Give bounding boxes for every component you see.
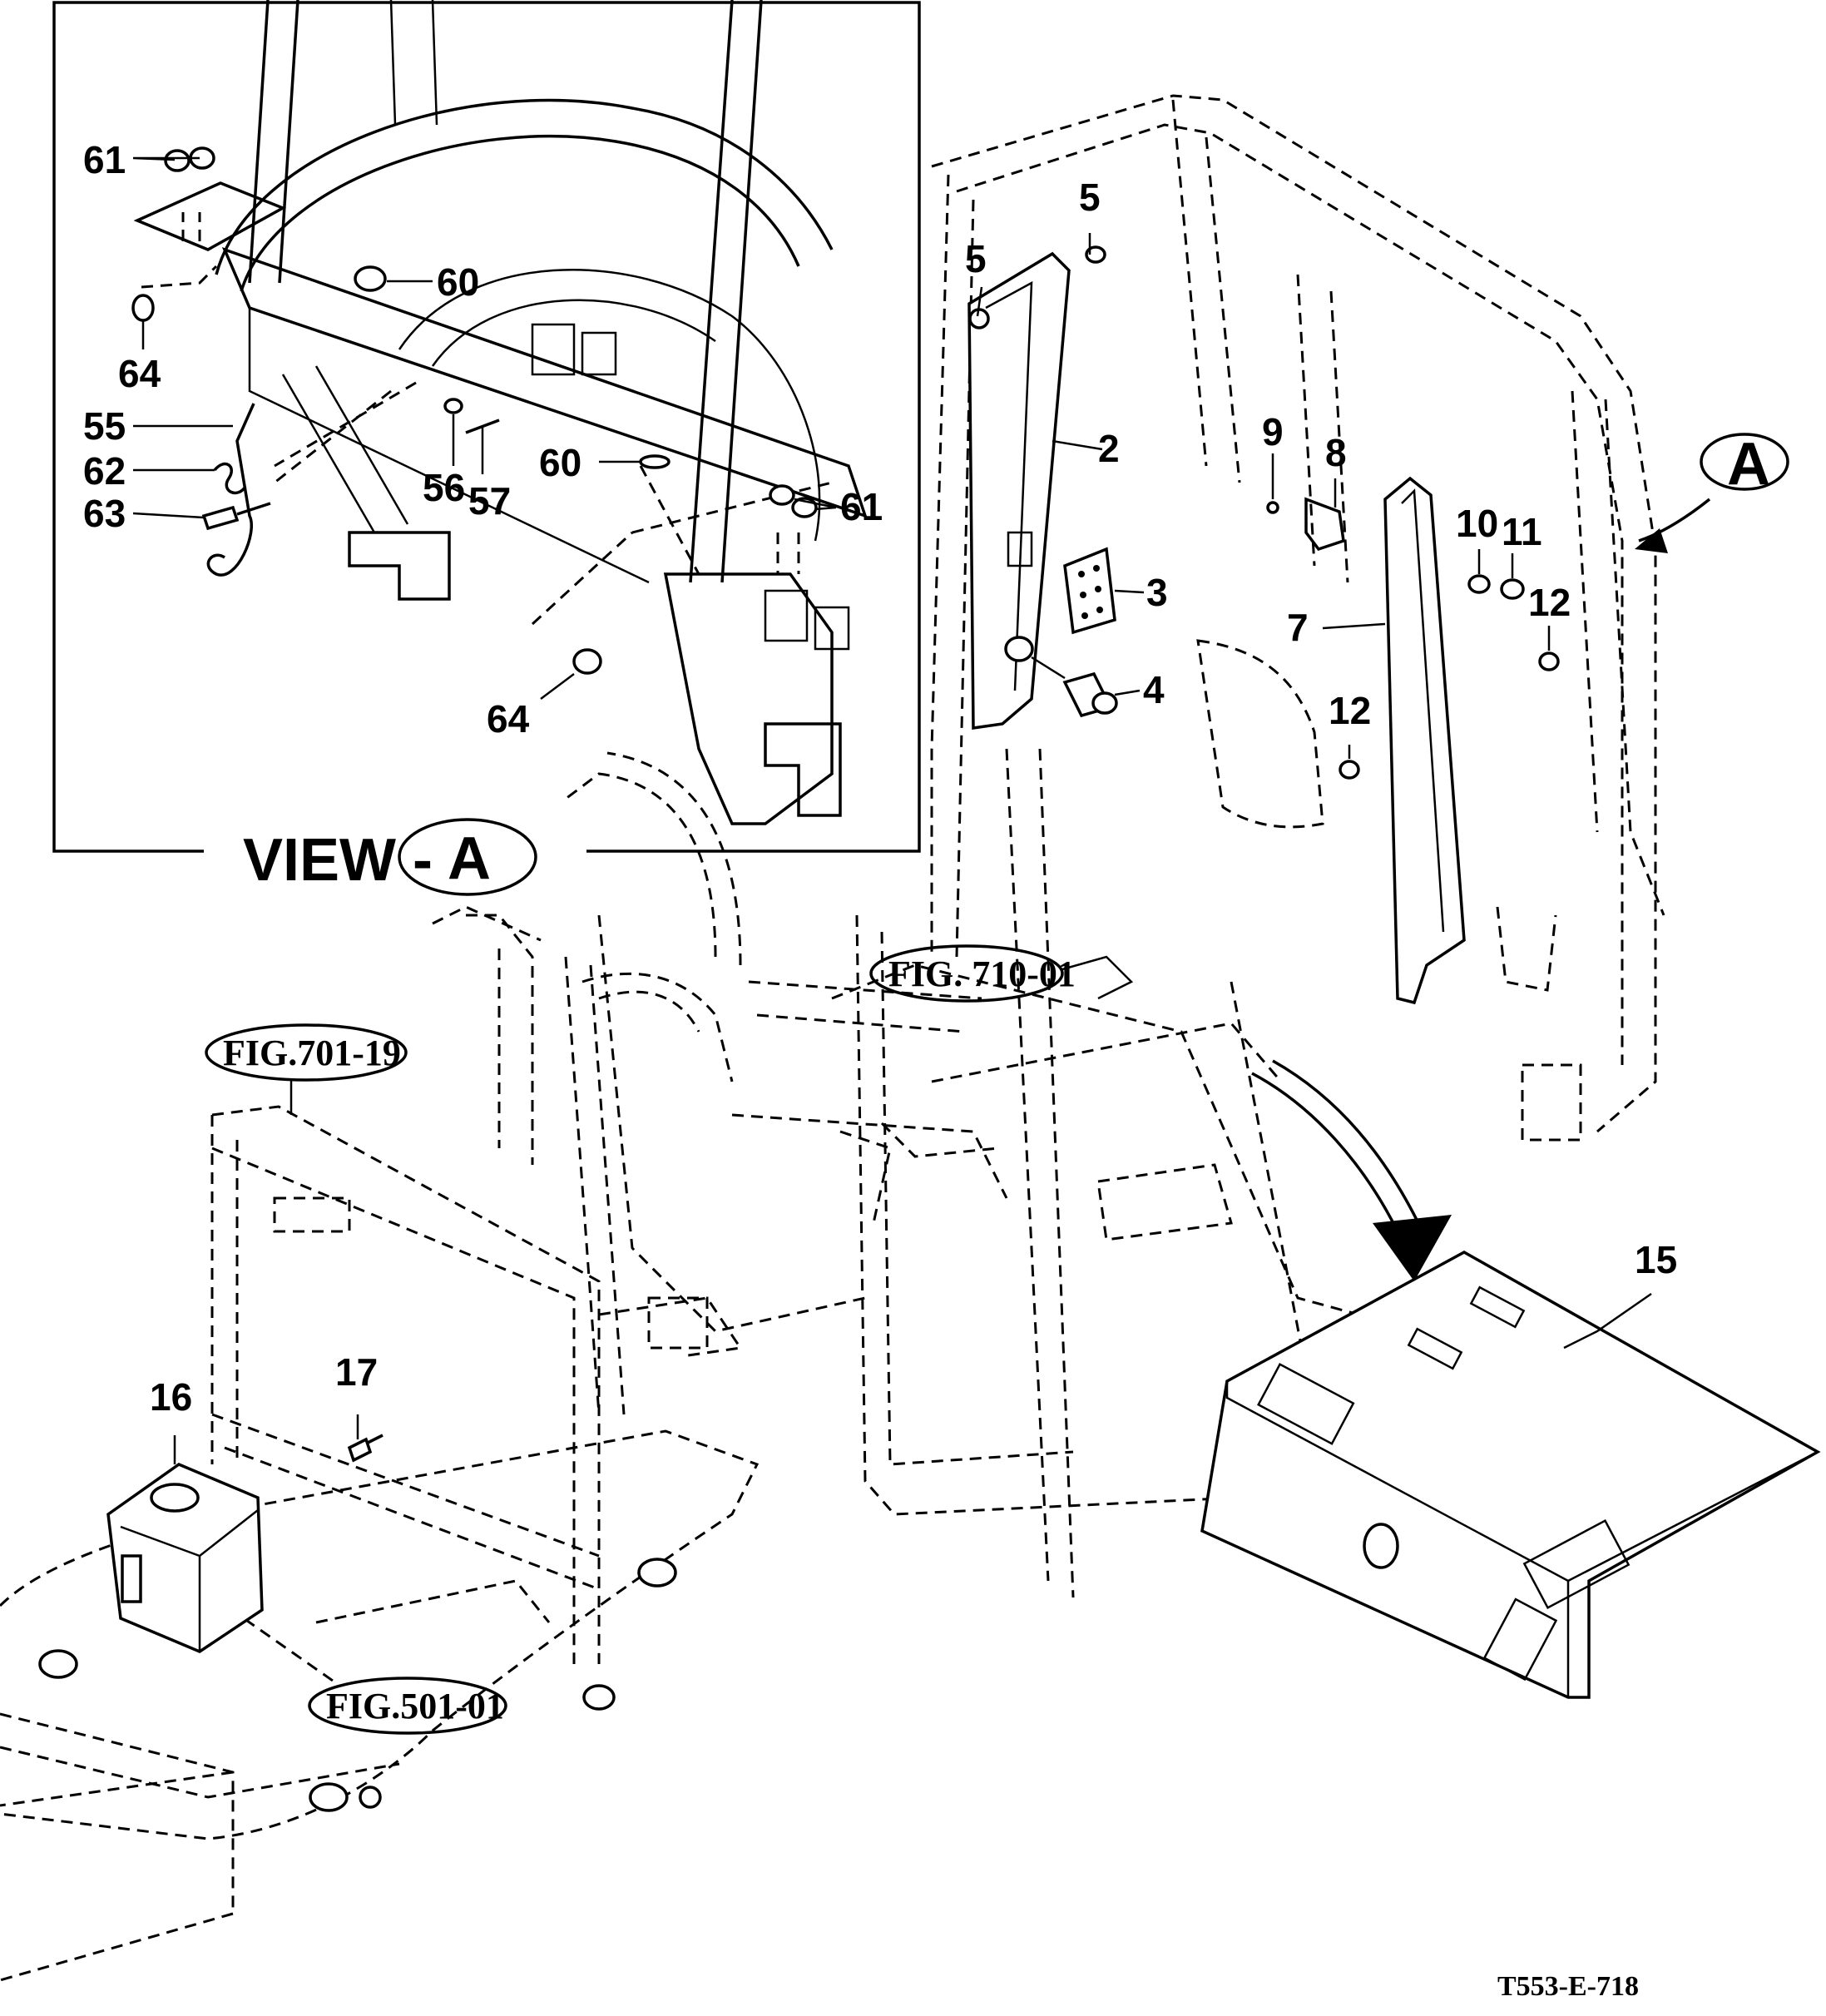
lighter-4 bbox=[1031, 656, 1118, 718]
support-frame bbox=[210, 905, 892, 1664]
callout-57: 57 bbox=[468, 479, 511, 523]
view-a-marker-letter: A bbox=[1727, 431, 1770, 498]
washer-56 bbox=[443, 398, 463, 414]
latch-8 bbox=[1304, 497, 1345, 552]
pillar-trim-2 bbox=[967, 245, 1106, 731]
fig-ref-710-text: FIG. 710-01 bbox=[888, 954, 1076, 994]
callout-4: 4 bbox=[1143, 668, 1165, 711]
spring-62 bbox=[213, 462, 247, 495]
grommet-64-upper bbox=[131, 294, 155, 322]
screw-12b bbox=[1339, 760, 1360, 780]
inset-drawing bbox=[133, 0, 868, 825]
screw-9 bbox=[1266, 501, 1279, 514]
washer-tank-16 bbox=[106, 1463, 264, 1653]
fig-ref-701: FIG.701-19 bbox=[205, 1023, 408, 1082]
switch-panel-3 bbox=[1063, 547, 1116, 635]
bolt-63 bbox=[201, 502, 271, 531]
plug-60-upper bbox=[354, 265, 387, 292]
pillar-trim-7 bbox=[1383, 476, 1466, 1005]
callout-10: 10 bbox=[1456, 502, 1498, 545]
fig-ref-710: FIG. 710-01 bbox=[869, 944, 1134, 1003]
inset-frame bbox=[52, 1, 921, 853]
inset-leaders bbox=[132, 156, 837, 700]
view-a-marker-circle bbox=[1700, 433, 1789, 491]
cap-61a-left bbox=[164, 149, 191, 172]
callout-17: 17 bbox=[335, 1350, 378, 1394]
nut-11 bbox=[1500, 578, 1525, 600]
main-leaders bbox=[173, 233, 1652, 1464]
callout-5-left: 5 bbox=[965, 237, 987, 280]
callout-9: 9 bbox=[1262, 410, 1284, 453]
callout-2: 2 bbox=[1098, 427, 1120, 470]
callout-64-upper: 64 bbox=[118, 352, 161, 395]
grommet-64-lower bbox=[572, 648, 602, 675]
view-letter-circle bbox=[398, 818, 537, 896]
callout-61-lower: 61 bbox=[840, 485, 883, 528]
callout-3: 3 bbox=[1146, 571, 1168, 614]
screw-12a bbox=[1538, 651, 1560, 671]
callout-60-upper: 60 bbox=[437, 260, 479, 304]
view-title: VIEW - bbox=[243, 827, 433, 894]
base-plate bbox=[0, 1429, 760, 1982]
view-letter: A bbox=[448, 825, 491, 892]
view-a-arrow: A bbox=[1635, 431, 1789, 553]
callout-56: 56 bbox=[423, 466, 465, 509]
bolt-17 bbox=[347, 1434, 384, 1463]
drawing-code: T553-E-718 bbox=[1497, 1971, 1639, 2002]
hook-55 bbox=[206, 403, 255, 577]
callout-12-right: 12 bbox=[1528, 581, 1571, 624]
callout-5-right: 5 bbox=[1079, 176, 1101, 219]
screw-5a bbox=[968, 308, 990, 329]
callout-8: 8 bbox=[1325, 431, 1347, 474]
fig-ref-501: FIG.501-01 bbox=[308, 1677, 507, 1735]
callout-63: 63 bbox=[83, 492, 126, 535]
fig-ref-701-text: FIG.701-19 bbox=[223, 1033, 401, 1073]
fig-ref-501-text: FIG.501-01 bbox=[326, 1686, 504, 1726]
callout-61-upper: 61 bbox=[83, 138, 126, 181]
callout-16: 16 bbox=[150, 1375, 192, 1419]
screw-5b bbox=[1085, 245, 1106, 264]
cap-61b-left bbox=[769, 484, 795, 506]
callout-15: 15 bbox=[1635, 1238, 1677, 1281]
callout-55: 55 bbox=[83, 404, 126, 448]
floor-plate-15 bbox=[1200, 1250, 1821, 1699]
callout-12-left: 12 bbox=[1329, 689, 1371, 732]
callout-11: 11 bbox=[1502, 510, 1542, 553]
callout-62: 62 bbox=[83, 449, 126, 493]
plug-60-lower bbox=[639, 454, 671, 469]
callout-60-lower: 60 bbox=[539, 441, 581, 484]
callout-7: 7 bbox=[1287, 606, 1309, 649]
curved-arrow-to-15 bbox=[1251, 1059, 1452, 1281]
washer-10 bbox=[1467, 574, 1491, 594]
view-a-inset: 61 60 64 55 62 63 56 57 60 61 64 VIEW - … bbox=[52, 0, 921, 896]
callout-64-lower: 64 bbox=[487, 697, 530, 741]
